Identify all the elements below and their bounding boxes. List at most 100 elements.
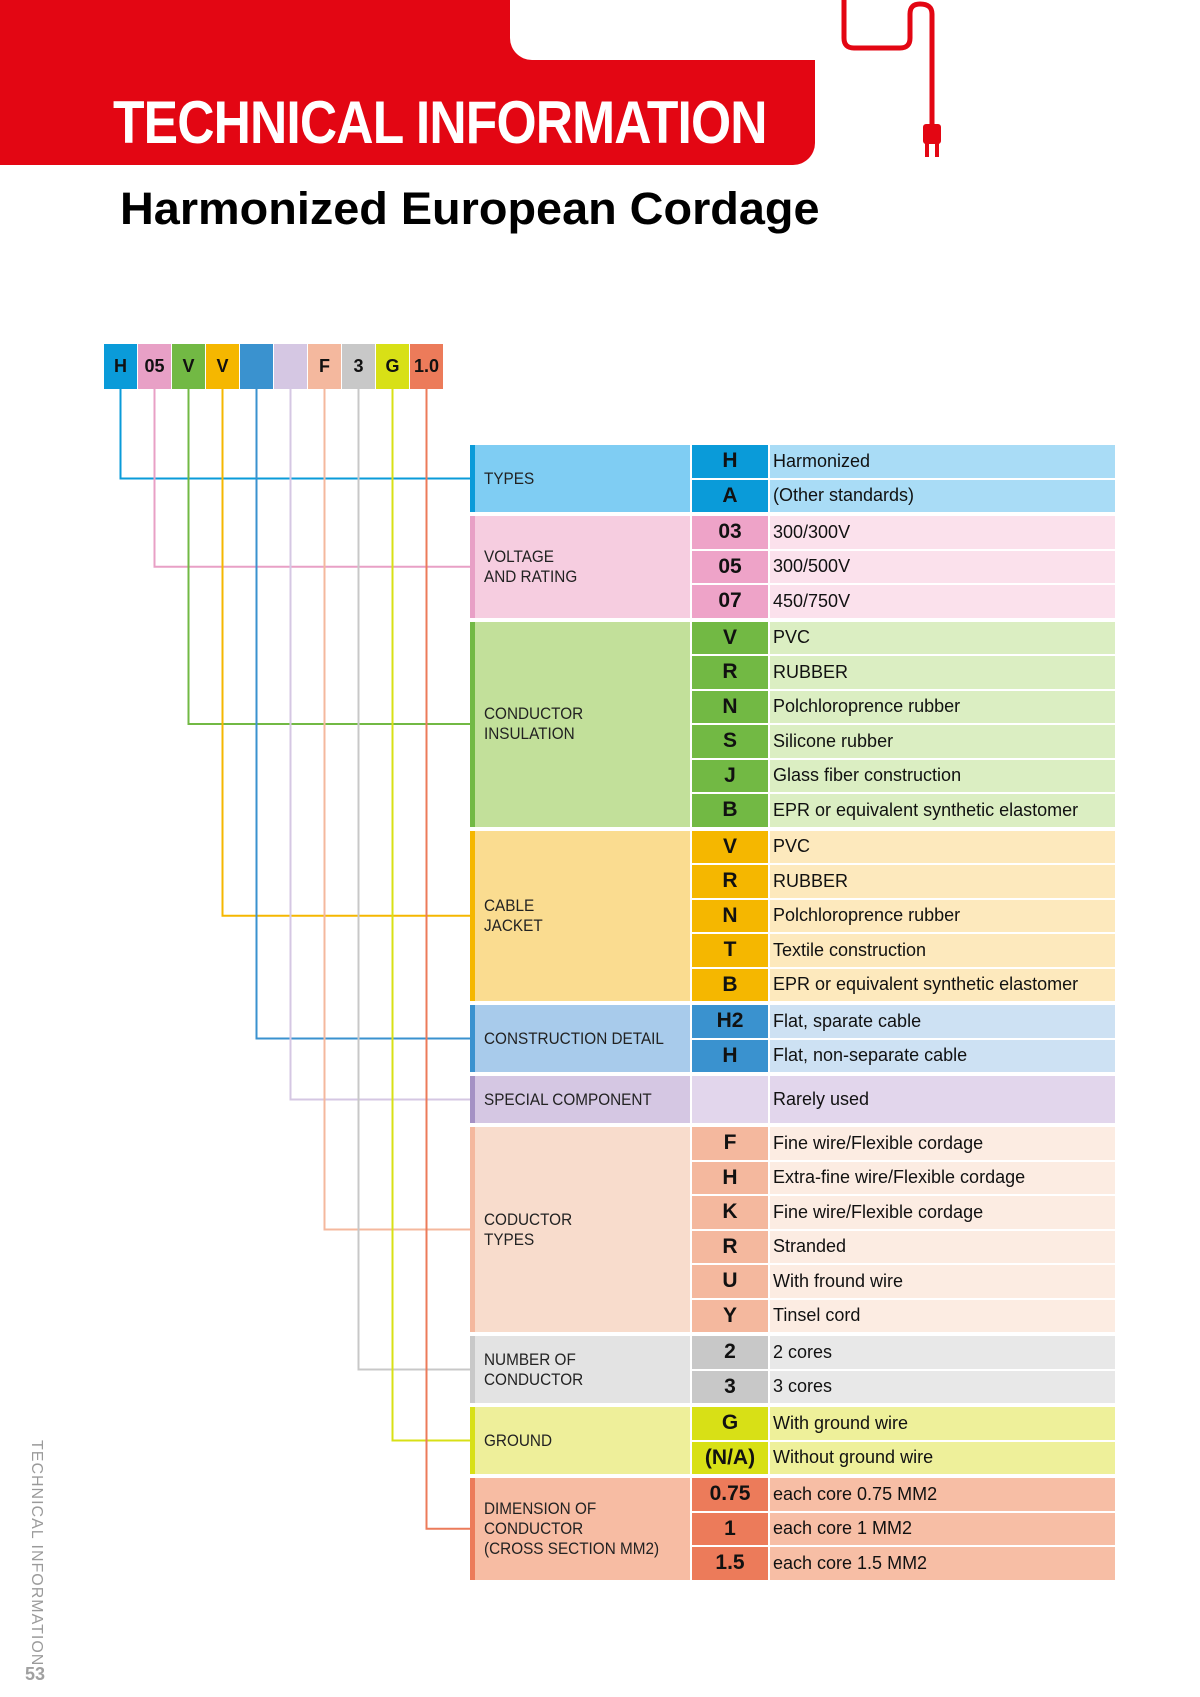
category-label: GROUND [484,1430,553,1450]
connector-line-2 [187,389,472,725]
description-cell: 300/500V [770,550,1115,583]
description-cell: Fine wire/Flexible cordage [770,1127,1115,1160]
code-cell: 3 [692,1370,768,1403]
category-4: CONSTRUCTION DETAIL [470,1005,690,1072]
code-box-3: V [206,344,239,389]
code-cell: H [692,445,768,478]
code-cell: 07 [692,585,768,618]
description-cell: Rarely used [770,1076,1115,1123]
description-cell: 450/750V [770,585,1115,618]
description-cell: Tinsel cord [770,1299,1115,1332]
code-cell: 2 [692,1336,768,1369]
description-cell: EPR or equivalent synthetic elastomer [770,968,1115,1001]
description-cell: each core 0.75 MM2 [770,1478,1115,1511]
category-label: NUMBER OF CONDUCTOR [484,1349,584,1389]
code-cell: H [692,1161,768,1194]
connector-line-0 [119,389,472,480]
description-cell: Glass fiber construction [770,759,1115,792]
code-box-4 [240,344,273,389]
page-subtitle: Harmonized European Cordage [120,183,820,234]
code-cell: B [692,968,768,1001]
header-notch [510,0,815,60]
category-label: CONSTRUCTION DETAIL [484,1028,664,1048]
code-box-1: 05 [138,344,171,389]
description-cell: Fine wire/Flexible cordage [770,1196,1115,1229]
connector-line-1 [153,389,472,568]
code-cell: R [692,865,768,898]
category-9: DIMENSION OF CONDUCTOR (CROSS SECTION MM… [470,1478,690,1580]
category-2: CONDUCTOR INSULATION [470,621,690,827]
code-cell: 1.5 [692,1547,768,1580]
code-box-0: H [104,344,137,389]
category-7: NUMBER OF CONDUCTOR [470,1336,690,1403]
description-cell: each core 1.5 MM2 [770,1547,1115,1580]
code-box-8: G [376,344,409,389]
description-cell: (Other standards) [770,479,1115,512]
category-8: GROUND [470,1407,690,1474]
code-cell [692,1076,768,1123]
code-cell: K [692,1196,768,1229]
category-label: SPECIAL COMPONENT [484,1089,652,1109]
code-cell: N [692,690,768,723]
code-cell: T [692,934,768,967]
description-cell: With ground wire [770,1407,1115,1440]
code-cell: R [692,656,768,689]
connector-line-7 [357,389,472,1371]
category-0: TYPES [470,445,690,512]
connector-line-3 [221,389,472,917]
description-cell: Flat, non-separate cable [770,1039,1115,1072]
page-number: 53 [25,1664,46,1684]
code-cell: (N/A) [692,1441,768,1474]
category-label: VOLTAGE AND RATING [484,546,578,586]
description-cell: Polchloroprence rubber [770,899,1115,932]
description-cell: With fround wire [770,1265,1115,1298]
category-label: CONDUCTOR INSULATION [484,704,584,743]
code-cell: H2 [692,1005,768,1038]
code-box-5 [274,344,307,389]
connector-line-8 [391,389,472,1442]
description-cell: Textile construction [770,934,1115,967]
code-cell: U [692,1265,768,1298]
code-cell: V [692,830,768,863]
description-cell: Extra-fine wire/Flexible cordage [770,1161,1115,1194]
category-1: VOLTAGE AND RATING [470,516,690,618]
code-cell: F [692,1127,768,1160]
description-cell: PVC [770,830,1115,863]
description-cell: each core 1 MM2 [770,1512,1115,1545]
description-cell: RUBBER [770,656,1115,689]
code-cell: 0.75 [692,1478,768,1511]
category-5: SPECIAL COMPONENT [470,1076,690,1123]
category-6: CODUCTOR TYPES [470,1127,690,1332]
description-cell: Harmonized [770,445,1115,478]
description-cell: RUBBER [770,865,1115,898]
connector-line-6 [323,389,472,1231]
code-cell: B [692,794,768,827]
code-cell: G [692,1407,768,1440]
code-box-2: V [172,344,205,389]
description-cell: Without ground wire [770,1441,1115,1474]
code-cell: N [692,899,768,932]
code-cell: 1 [692,1512,768,1545]
code-cell: J [692,759,768,792]
category-label: TYPES [484,468,535,488]
page-title: TECHNICAL INFORMATION [113,89,768,156]
code-cell: Y [692,1299,768,1332]
category-label: DIMENSION OF CONDUCTOR (CROSS SECTION MM… [484,1498,660,1558]
description-cell: 2 cores [770,1336,1115,1369]
description-cell: Silicone rubber [770,725,1115,758]
description-cell: PVC [770,621,1115,654]
connector-line-9 [425,389,472,1530]
category-3: CABLE JACKET [470,830,690,1001]
power-plug-icon [841,0,941,157]
code-cell: V [692,621,768,654]
code-cell: 03 [692,516,768,549]
description-cell: 3 cores [770,1370,1115,1403]
description-cell: Flat, sparate cable [770,1005,1115,1038]
description-cell: Stranded [770,1230,1115,1263]
description-cell: 300/300V [770,516,1115,549]
category-label: CODUCTOR TYPES [484,1209,573,1249]
code-box-7: 3 [342,344,375,389]
code-cell: H [692,1039,768,1072]
code-box-6: F [308,344,341,389]
